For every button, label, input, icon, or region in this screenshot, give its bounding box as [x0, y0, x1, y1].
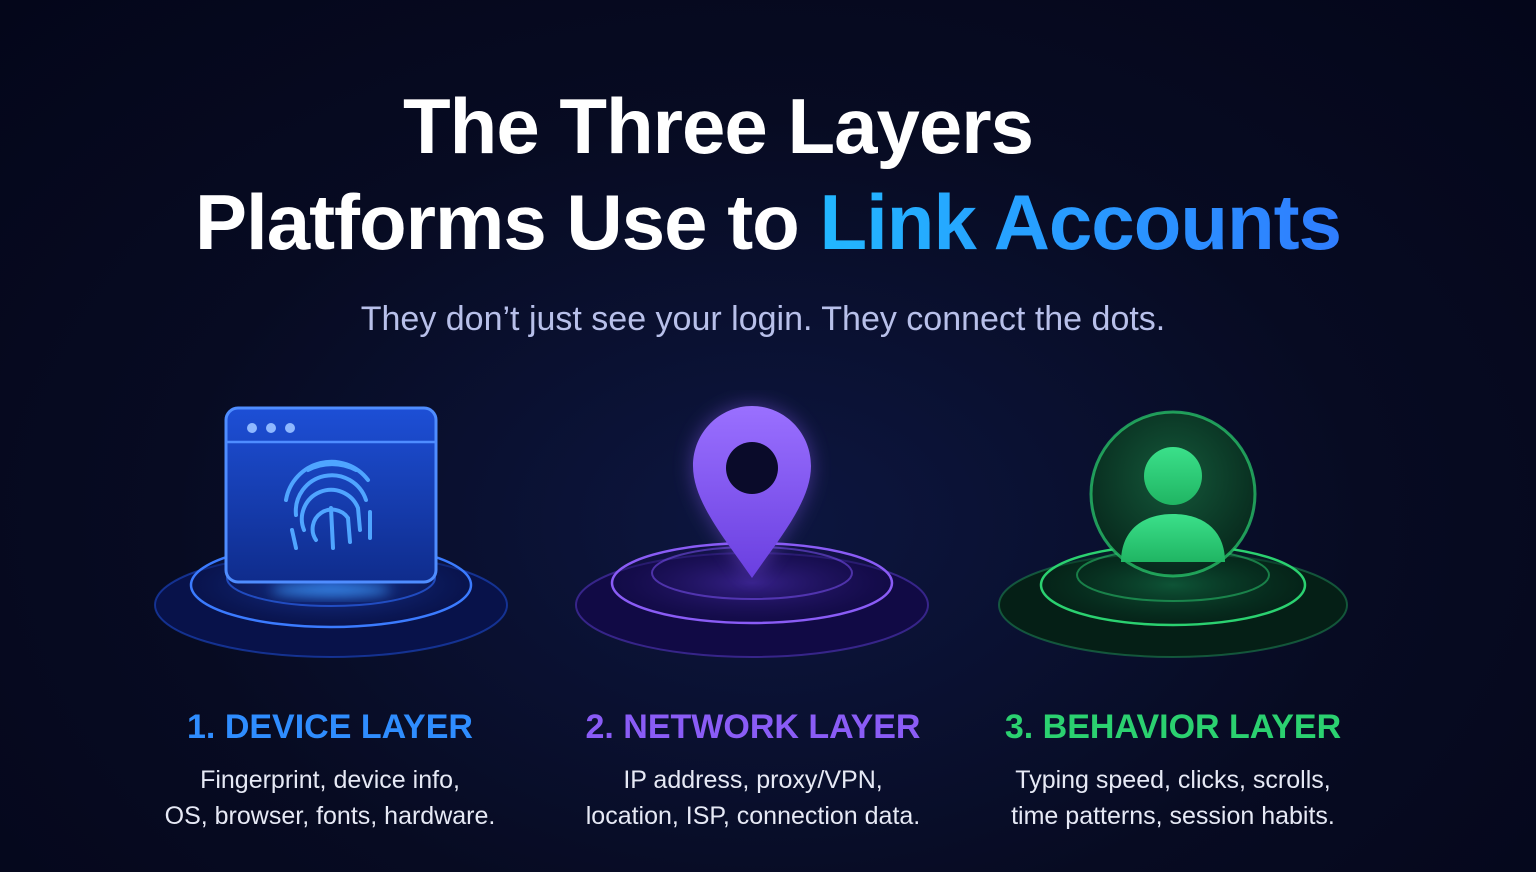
- network-layer-desc-line-2: location, ISP, connection data.: [585, 802, 921, 830]
- fingerprint-browser-icon: [224, 406, 438, 584]
- device-layer-heading: 1. DEVICE LAYER: [187, 708, 473, 746]
- behavior-layer-card: 3. BEHAVIOR LAYER Typing speed, clicks, …: [963, 390, 1383, 850]
- network-layer-illustration: [543, 390, 963, 660]
- page-subtitle: They don’t just see your login. They con…: [360, 300, 1166, 338]
- behavior-layer-illustration: [963, 390, 1383, 660]
- network-layer-description: IP address, proxy/VPN, location, ISP, co…: [543, 762, 963, 834]
- device-layer-card: 1. DEVICE LAYER Fingerprint, device info…: [120, 390, 540, 850]
- network-layer-heading: 2. NETWORK LAYER: [585, 708, 921, 746]
- device-layer-desc-line-1: Fingerprint, device info,: [200, 766, 460, 794]
- user-profile-icon: [1089, 410, 1257, 578]
- title-line-2-prefix: Platforms Use to: [195, 178, 820, 266]
- page-title: The Three Layers Platforms Use to Link A…: [0, 78, 1536, 270]
- network-layer-card: 2. NETWORK LAYER IP address, proxy/VPN, …: [543, 390, 963, 850]
- network-layer-desc-line-1: IP address, proxy/VPN,: [623, 766, 883, 794]
- title-line-2: Platforms Use to Link Accounts: [0, 174, 1536, 270]
- device-layer-desc-line-2: OS, browser, fonts, hardware.: [164, 802, 496, 830]
- behavior-layer-description: Typing speed, clicks, scrolls, time patt…: [963, 762, 1383, 834]
- behavior-layer-heading: 3. BEHAVIOR LAYER: [1004, 708, 1342, 746]
- behavior-layer-desc-line-2: time patterns, session habits.: [1011, 802, 1335, 830]
- location-pin-icon: [693, 406, 811, 578]
- title-line-1: The Three Layers: [403, 82, 1034, 170]
- behavior-layer-desc-line-1: Typing speed, clicks, scrolls,: [1015, 766, 1331, 794]
- device-layer-illustration: [120, 390, 540, 660]
- device-layer-description: Fingerprint, device info, OS, browser, f…: [120, 762, 540, 834]
- title-accent: Link Accounts: [819, 178, 1341, 266]
